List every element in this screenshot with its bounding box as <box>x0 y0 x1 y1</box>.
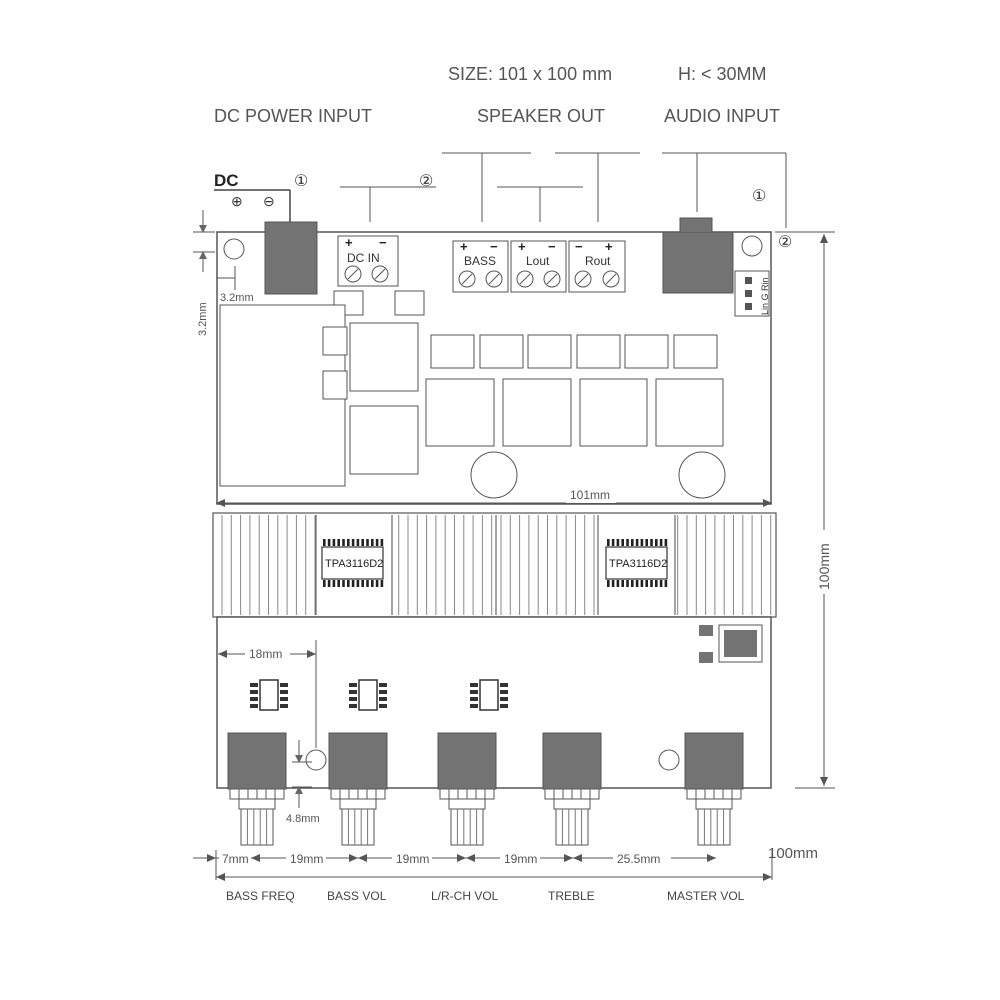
audio-pin-label: Lin G Rin <box>760 277 770 315</box>
bass-plus: + <box>460 239 468 254</box>
total-width-label: 100mm <box>768 845 818 862</box>
speaker-out-title: SPEAKER OUT <box>477 106 606 126</box>
heatsink-fins <box>221 515 772 615</box>
dc-in-screw-2-slot <box>374 268 386 280</box>
hole-offset-y-label: 3.2mm <box>197 302 209 336</box>
gap-2-label: 19mm <box>396 852 429 866</box>
smd-row-2 <box>479 334 524 369</box>
potentiometers <box>227 732 744 846</box>
gap-3-label: 19mm <box>504 852 537 866</box>
knob-label-bass-vol: BASS VOL <box>327 889 387 903</box>
audio-jack-top <box>679 217 713 232</box>
smd-row-1 <box>430 334 475 369</box>
rout-minus: − <box>575 239 583 254</box>
electrolytic-cap-1 <box>470 451 518 499</box>
bass-minus: − <box>490 239 498 254</box>
hole-bottom-label: 4.8mm <box>286 813 320 825</box>
first-pot-label: 7mm <box>222 852 249 866</box>
lout-minus: − <box>548 239 556 254</box>
audio-input-title: AUDIO INPUT <box>664 106 781 126</box>
lout-terminal: + − Lout <box>510 239 567 293</box>
dc-in-plus: + <box>345 235 353 250</box>
smd-row-4 <box>576 334 621 369</box>
dc-power-input-title: DC POWER INPUT <box>214 106 373 126</box>
dc-in-minus: − <box>379 235 387 250</box>
rout-plus: + <box>605 239 613 254</box>
dc-marker-2: ② <box>419 173 433 190</box>
inductor-2 <box>502 378 572 447</box>
gap-4-label: 25.5mm <box>617 852 660 866</box>
smd-row-3 <box>527 334 572 369</box>
heatsink <box>212 512 777 618</box>
bass-terminal: + − BASS <box>452 239 509 293</box>
mount-hole-bottom-left <box>305 749 327 771</box>
smd-row-5 <box>624 334 669 369</box>
dc-in-label: DC IN <box>347 251 380 265</box>
rout-terminal: − + Rout <box>568 239 626 293</box>
audio-marker-2: ② <box>778 234 792 251</box>
width-label: 101mm <box>570 488 610 502</box>
led-1 <box>699 625 713 636</box>
knob-label-lr-ch-vol: L/R-CH VOL <box>431 889 499 903</box>
audio-jack <box>662 231 734 294</box>
amp-chip-left-label: TPA3116D2 <box>325 558 383 570</box>
size-label: SIZE: 101 x 100 mm <box>448 64 613 84</box>
height-label: H: < 30MM <box>678 64 767 84</box>
rout-label: Rout <box>585 254 611 268</box>
dc-in-screw-1-slot <box>347 268 359 280</box>
pot-spacing-label: 18mm <box>249 647 282 661</box>
led-2 <box>699 652 713 663</box>
inductor-1 <box>425 378 495 447</box>
opamp-ics <box>250 679 508 711</box>
mount-hole-top-right <box>741 235 763 257</box>
inductor-3 <box>579 378 648 447</box>
amp-chip-right: TPA3116D2 <box>601 535 671 595</box>
dc-plus-symbol: ⊕ <box>231 193 243 209</box>
electrolytic-cap-2 <box>678 451 726 499</box>
amp-chip-left: TPA3116D2 <box>318 535 388 595</box>
knob-label-bass-freq: BASS FREQ <box>226 889 295 903</box>
cap-block-1 <box>349 322 419 392</box>
gap-1-label: 19mm <box>290 852 323 866</box>
dc-jack <box>264 221 318 295</box>
dc-label: DC <box>214 171 239 190</box>
mount-hole-bottom-right <box>658 749 680 771</box>
lout-label: Lout <box>526 254 550 268</box>
bass-label: BASS <box>464 254 496 268</box>
height-label: 100mm <box>816 543 832 590</box>
inductor-4 <box>655 378 724 447</box>
lout-plus: + <box>518 239 526 254</box>
knob-label-master-vol: MASTER VOL <box>667 889 745 903</box>
amp-chip-right-label: TPA3116D2 <box>609 558 667 570</box>
dc-minus-symbol: ⊖ <box>263 193 275 209</box>
cap-block-2 <box>349 405 419 475</box>
audio-marker-1: ① <box>752 188 766 205</box>
knob-label-treble: TREBLE <box>548 889 595 903</box>
dc-marker-1: ① <box>294 173 308 190</box>
smd-row-6 <box>673 334 718 369</box>
smd-pad-2 <box>394 290 425 316</box>
hole-offset-x-label: 3.2mm <box>220 292 254 304</box>
mount-hole-top-left <box>223 238 245 260</box>
